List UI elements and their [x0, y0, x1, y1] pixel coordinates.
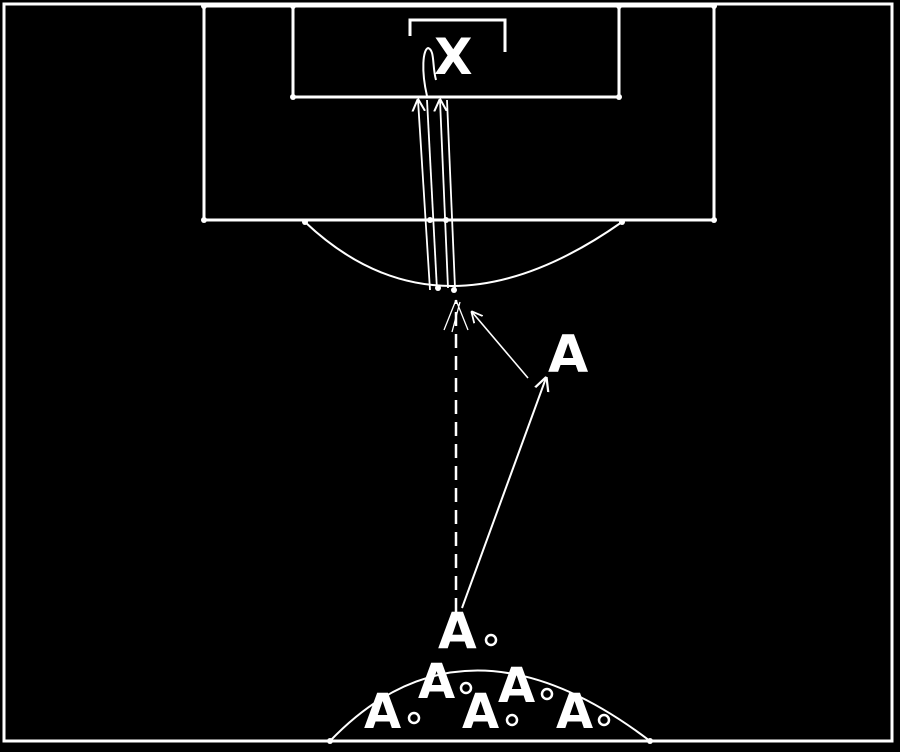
return-pass [472, 312, 529, 379]
players: X A A A A A A A [364, 28, 611, 740]
support-player: A [548, 325, 588, 385]
pitch-lines [2, 2, 894, 743]
run-line-middle [426, 99, 438, 291]
goal-frame [408, 18, 507, 52]
goalkeeper-marker: X [434, 28, 473, 86]
ball-icon [407, 711, 421, 725]
shot-line [440, 100, 449, 289]
touchline-boundary [2, 2, 894, 743]
curl-to-goal [422, 46, 437, 97]
ball-start-flicks [443, 299, 469, 333]
center-circle-arc [329, 669, 651, 742]
ball-icon [484, 633, 498, 647]
queue-player-3: A [462, 684, 499, 740]
ball-icon [505, 713, 519, 727]
pass-to-support [461, 378, 546, 609]
ball-icon [597, 713, 611, 727]
attacker-with-ball: A [438, 602, 477, 660]
queue-player-5: A [556, 684, 593, 740]
queue-player-1: A [364, 684, 401, 740]
goal-area [291, 4, 621, 99]
drill-paths [418, 46, 546, 612]
joint-dots [201, 3, 717, 744]
ball-icon [459, 681, 473, 695]
shot-line-outer [446, 99, 456, 289]
queue-player-4: A [498, 658, 535, 714]
penalty-arc [304, 221, 623, 287]
ball-icon [540, 687, 554, 701]
queue-player-2: A [418, 654, 455, 710]
run-line-left [418, 100, 431, 291]
